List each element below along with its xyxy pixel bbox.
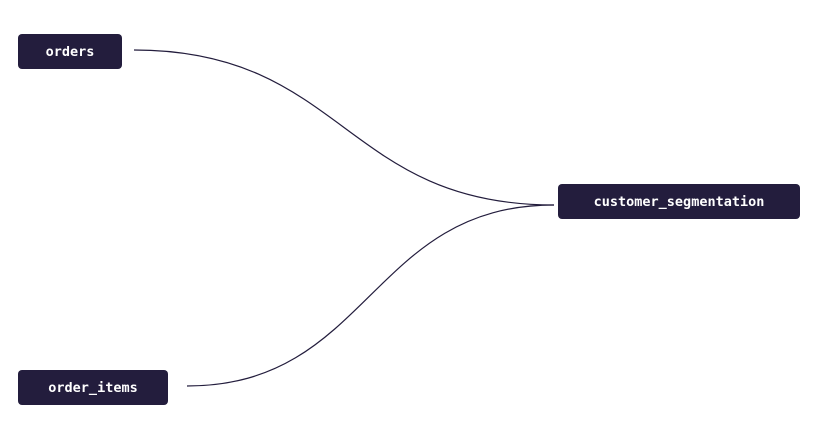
node-orders[interactable]: orders xyxy=(18,34,122,69)
node-customer-segmentation[interactable]: customer_segmentation xyxy=(558,184,800,219)
edge-order-items-to-customer-segmentation xyxy=(186,204,555,387)
node-label: customer_segmentation xyxy=(593,193,765,210)
edge-orders-to-customer-segmentation xyxy=(133,49,555,206)
node-label: order_items xyxy=(48,379,138,396)
node-order-items[interactable]: order_items xyxy=(18,370,168,405)
node-label: orders xyxy=(45,43,95,60)
